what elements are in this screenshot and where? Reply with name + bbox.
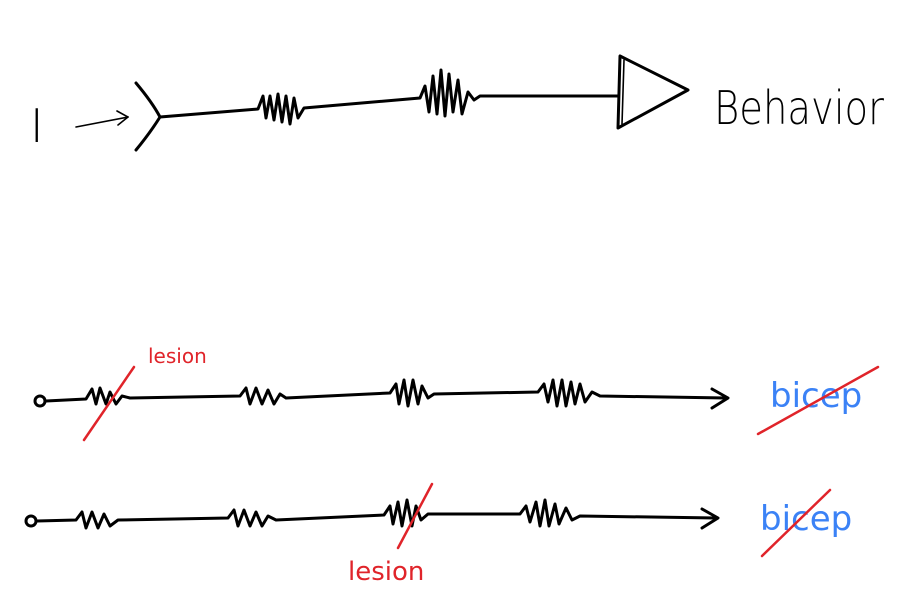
row2-lesion-label: lesion bbox=[348, 557, 424, 587]
row2-lesion-slash bbox=[396, 482, 434, 550]
dendrite-fork bbox=[134, 81, 162, 152]
row2-axon bbox=[35, 498, 718, 530]
row2-target-label: bicep bbox=[760, 499, 852, 539]
input-arrow bbox=[75, 110, 129, 128]
row1-arrowhead bbox=[710, 387, 730, 410]
output-label: Behavior bbox=[714, 81, 884, 135]
row1-origin bbox=[33, 394, 47, 408]
row1-lesion-label: lesion bbox=[148, 344, 207, 368]
pathway-row-2: lesion bicep bbox=[24, 482, 852, 587]
output-terminal bbox=[610, 54, 690, 130]
row2-origin bbox=[24, 514, 38, 528]
row1-target-label: bicep bbox=[770, 376, 862, 416]
row1-lesion-slash bbox=[82, 365, 136, 442]
top-pathway: I Behavior bbox=[30, 54, 884, 153]
pathway-row-1: lesion bicep bbox=[33, 344, 880, 442]
row1-target-strike bbox=[756, 365, 880, 436]
row2-arrowhead bbox=[700, 507, 720, 530]
top-axon bbox=[158, 68, 614, 126]
row1-axon bbox=[44, 378, 728, 408]
row2-target-strike bbox=[760, 488, 832, 558]
input-label: I bbox=[30, 99, 44, 153]
